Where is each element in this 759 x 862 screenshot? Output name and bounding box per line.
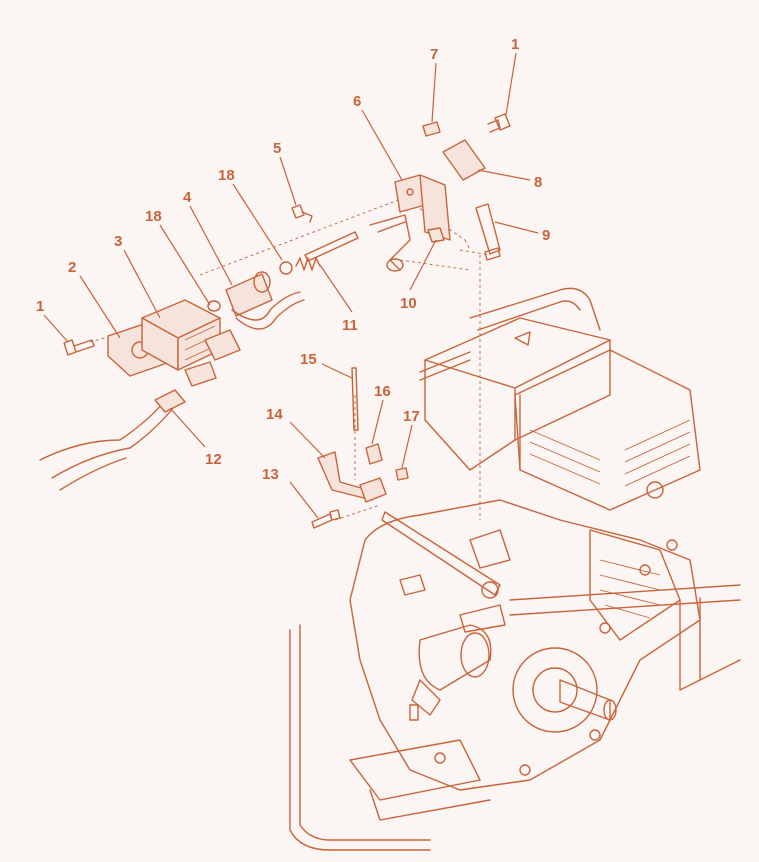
callout-17: 17 xyxy=(403,408,420,425)
callout-labels: 1 7 6 5 18 4 18 3 2 1 8 9 10 11 12 13 14… xyxy=(36,36,550,483)
callout-3: 3 xyxy=(114,233,122,250)
callout-12: 12 xyxy=(205,451,222,468)
callout-16: 16 xyxy=(374,383,391,400)
bracket-part-6 xyxy=(369,174,451,272)
nut-part-17 xyxy=(395,467,409,481)
bushing-part-16 xyxy=(365,443,383,465)
sleeve-part-4 xyxy=(225,271,273,317)
callout-4: 4 xyxy=(183,189,192,206)
leader-lines xyxy=(43,52,539,519)
washer-part-18-left xyxy=(207,300,221,312)
callout-11: 11 xyxy=(342,317,358,334)
callout-9: 9 xyxy=(542,227,550,244)
callout-13: 13 xyxy=(262,466,279,483)
callout-7: 7 xyxy=(430,46,438,63)
callout-2: 2 xyxy=(68,259,76,276)
callout-18-right: 18 xyxy=(218,167,235,184)
callout-8: 8 xyxy=(534,174,542,191)
callout-18-left: 18 xyxy=(145,208,162,225)
callout-1-left: 1 xyxy=(36,298,44,315)
washer-part-18-right xyxy=(279,261,293,275)
plate-part-8 xyxy=(442,139,486,181)
lever-part-14 xyxy=(317,451,387,503)
wire-part-12 xyxy=(39,389,186,491)
callout-15: 15 xyxy=(300,351,317,368)
bolt-part-1-right xyxy=(487,113,511,133)
shaft-part-11 xyxy=(304,231,359,262)
screw-part-13 xyxy=(311,509,341,529)
callout-6: 6 xyxy=(353,93,361,110)
callout-10: 10 xyxy=(400,295,417,312)
screw-part-1-left xyxy=(63,339,95,356)
callout-5: 5 xyxy=(273,140,281,157)
bolt-part-5 xyxy=(291,204,313,223)
exploded-components xyxy=(39,113,511,529)
nut-part-10 xyxy=(427,227,445,243)
engine-assembly xyxy=(289,287,741,851)
screw-part-9 xyxy=(475,203,501,261)
pin-part-15 xyxy=(351,367,359,431)
callout-1-right: 1 xyxy=(511,36,519,53)
nut-part-7 xyxy=(422,121,441,137)
callout-14: 14 xyxy=(266,406,283,423)
block-part-3 xyxy=(141,299,221,371)
